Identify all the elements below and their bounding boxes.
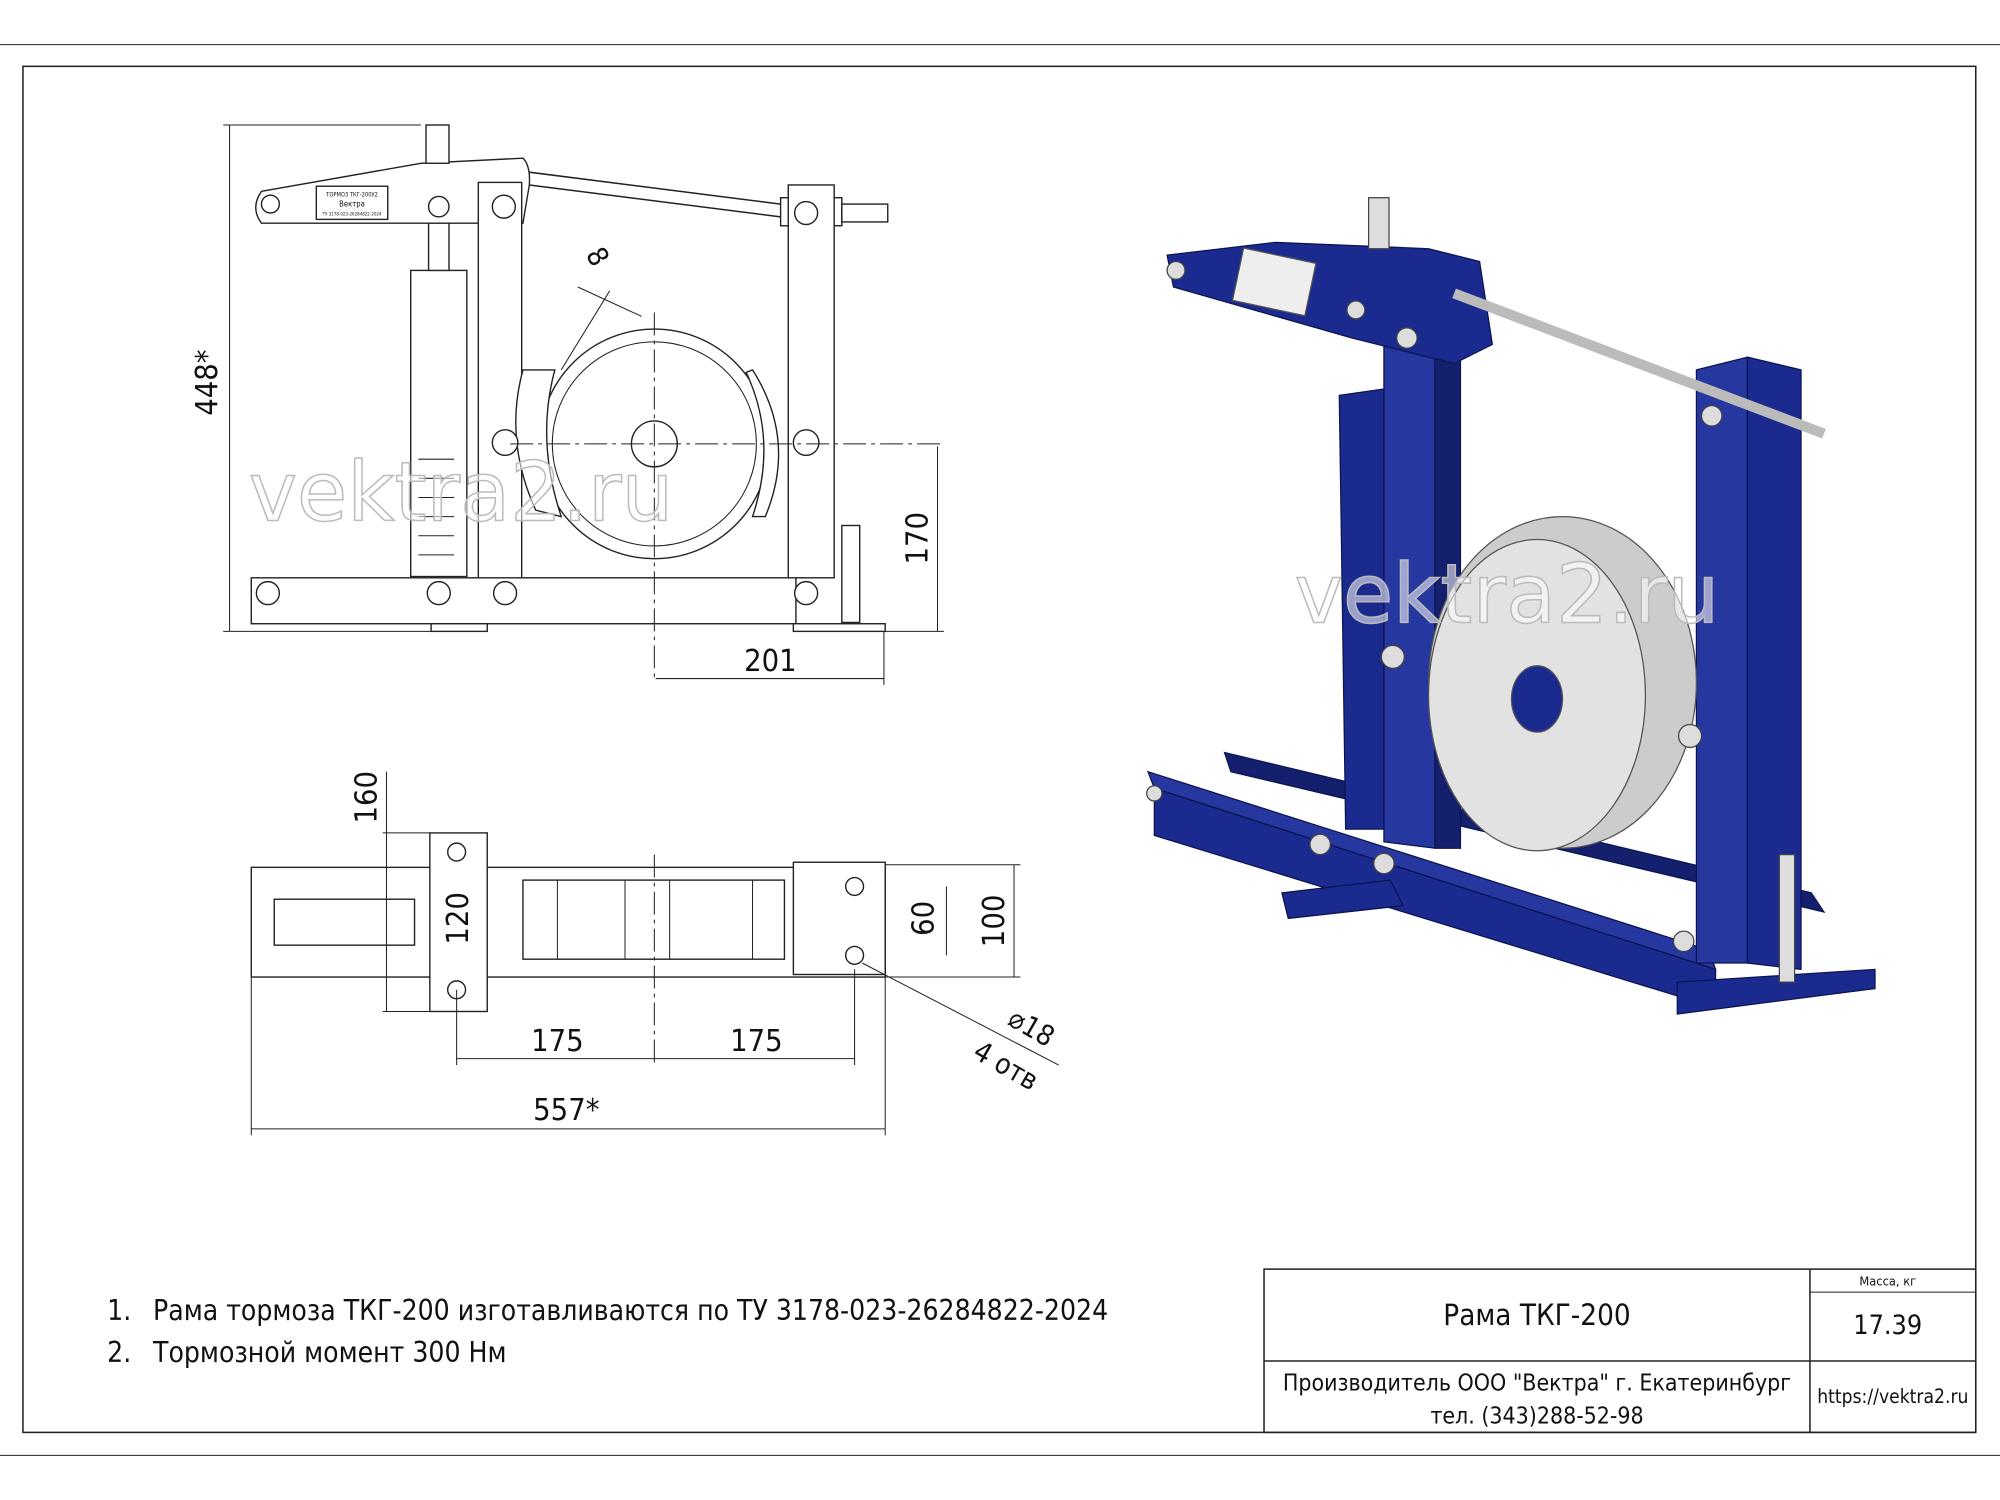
mass-value: 17.39 bbox=[1853, 1310, 1922, 1341]
sheet-border bbox=[0, 44, 2000, 1456]
top-view: 160 120 60 100 175 175 557* ⌀18 4 отв bbox=[250, 771, 1060, 1136]
mass-label: Масса, кг bbox=[1859, 1275, 1916, 1290]
website-link[interactable]: https://vektra2.ru bbox=[1817, 1385, 1968, 1408]
hole-diameter: ⌀18 bbox=[1003, 1001, 1060, 1053]
note-2-number: 2. bbox=[107, 1336, 131, 1369]
dim-base-width: 100 bbox=[977, 895, 1012, 948]
note-2-text: Тормозной момент 300 Нм bbox=[152, 1336, 507, 1369]
watermark: vektra2.ru bbox=[249, 445, 674, 540]
nameplate-line3: ТУ 3178-023-26284822-2024 bbox=[322, 212, 382, 218]
dim-offset: 201 bbox=[744, 644, 797, 679]
dim-length: 557* bbox=[533, 1093, 599, 1128]
note-1-number: 1. bbox=[107, 1294, 131, 1327]
nameplate bbox=[315, 185, 389, 221]
dim-hole-spacing: 60 bbox=[907, 901, 942, 936]
dim-width: 160 bbox=[349, 771, 384, 824]
nameplate-line2: Вектра bbox=[339, 200, 365, 209]
dim-half-right: 175 bbox=[730, 1024, 783, 1059]
watermark-iso: vektra2.ru bbox=[1295, 547, 1720, 642]
title-block: Рама ТКГ-200 Масса, кг 17.39 Производите… bbox=[1263, 1268, 1977, 1434]
dim-axis-height: 170 bbox=[900, 512, 935, 565]
manufacturer: Производитель ООО "Вектра" г. Екатеринбу… bbox=[1283, 1370, 1791, 1396]
dim-half-left: 175 bbox=[531, 1024, 584, 1059]
dim-gap: 8 bbox=[579, 242, 616, 272]
note-1-text: Рама тормоза ТКГ-200 изготавливаются по … bbox=[153, 1294, 1108, 1327]
part-name: Рама ТКГ-200 bbox=[1443, 1298, 1630, 1332]
notes: 1. Рама тормоза ТКГ-200 изготавливаются … bbox=[107, 1294, 1108, 1369]
front-view: ТОРМОЗ ТКГ-200У2 Вектра ТУ 3178-023-2628… bbox=[190, 124, 944, 685]
dim-inner: 120 bbox=[441, 892, 476, 945]
isometric-view: vektra2.ru bbox=[1146, 197, 1876, 1015]
dim-height: 448* bbox=[190, 349, 225, 415]
nameplate-line1: ТОРМОЗ ТКГ-200У2 bbox=[325, 192, 378, 198]
phone: тел. (343)288-52-98 bbox=[1430, 1403, 1643, 1429]
